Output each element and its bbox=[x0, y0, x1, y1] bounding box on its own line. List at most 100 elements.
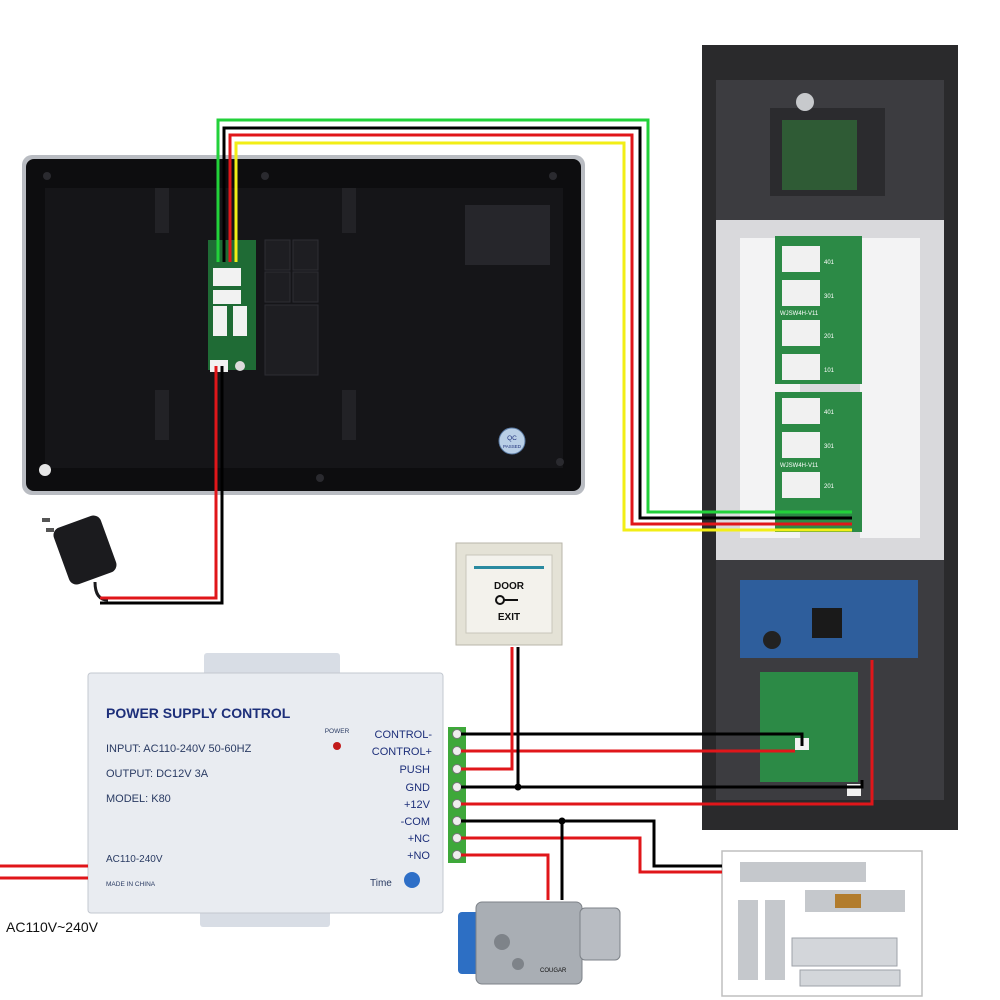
wire-adapter-black bbox=[100, 366, 224, 605]
power-supply: POWER SUPPLY CONTROL INPUT: AC110-240V 5… bbox=[87, 653, 466, 927]
psu-input-line: INPUT: AC110-240V 50-60HZ bbox=[106, 743, 252, 755]
wire-red-power bbox=[228, 133, 852, 526]
board-model-upper: WJSW4H-V11 bbox=[780, 311, 819, 317]
alternative-locks bbox=[721, 850, 923, 997]
qc-badge-top: QC bbox=[507, 435, 517, 442]
junction-dot bbox=[514, 783, 522, 791]
mains-label: AC110V~240V bbox=[6, 919, 99, 935]
psu-output-line: OUTPUT: DC12V 3A bbox=[106, 768, 209, 780]
screw-hole bbox=[316, 474, 324, 482]
terminal-screw bbox=[452, 799, 462, 809]
wire-black-ground bbox=[222, 126, 852, 520]
relay bbox=[782, 398, 820, 424]
terminal-label-control-minus: CONTROL- bbox=[375, 729, 433, 741]
exit-button-line1: DOOR bbox=[494, 581, 525, 592]
terminal-label-control-plus: CONTROL+ bbox=[372, 746, 432, 758]
strike-vertical bbox=[738, 900, 758, 980]
wire-nc-strike bbox=[461, 836, 722, 874]
terminal-screw bbox=[452, 729, 462, 739]
adapter-body bbox=[53, 515, 117, 585]
relay bbox=[782, 432, 820, 458]
terminal-screw bbox=[452, 850, 462, 860]
vent-block bbox=[465, 205, 550, 265]
psu-power-label: POWER bbox=[325, 728, 350, 735]
mounting-slot bbox=[155, 188, 169, 233]
exit-button: DOOR EXIT bbox=[455, 542, 563, 646]
wire-12v-panel bbox=[461, 660, 874, 806]
room-label: 301 bbox=[824, 444, 835, 450]
junction-dot bbox=[558, 817, 566, 825]
wire-yellow-audio bbox=[234, 141, 852, 532]
terminal-label-com: -COM bbox=[401, 816, 430, 828]
screw-hole bbox=[556, 458, 564, 466]
wire-adapter-red bbox=[100, 366, 218, 600]
wire-gnd-exit bbox=[461, 647, 520, 789]
power-board bbox=[760, 672, 858, 782]
chip bbox=[812, 608, 842, 638]
magnetic-lock-icon bbox=[791, 937, 901, 987]
volume-knob bbox=[235, 361, 245, 371]
qc-badge bbox=[498, 427, 526, 455]
wire-gnd-panel bbox=[518, 780, 864, 789]
connector-socket bbox=[213, 268, 241, 286]
adapter-pin bbox=[46, 528, 54, 532]
compartment bbox=[264, 239, 291, 271]
psu-model-line: MODEL: K80 bbox=[106, 793, 171, 805]
camera-lens bbox=[796, 93, 814, 111]
terminal-label-no: +NO bbox=[407, 850, 430, 862]
room-label: 301 bbox=[824, 294, 835, 300]
relay bbox=[782, 354, 820, 380]
wire-no-lock bbox=[461, 853, 550, 900]
terminal-label-gnd: GND bbox=[406, 782, 431, 794]
terminal-label-nc: +NC bbox=[408, 833, 430, 845]
power-socket bbox=[210, 360, 228, 372]
relay bbox=[782, 280, 820, 306]
terminal-screw bbox=[452, 764, 462, 774]
psu-body bbox=[87, 672, 444, 914]
wire-push bbox=[461, 647, 514, 771]
terminal-screw bbox=[452, 746, 462, 756]
screw-hole bbox=[43, 172, 51, 180]
qc-badge-bottom: PASSED bbox=[503, 444, 522, 449]
lock-keyhole bbox=[512, 958, 524, 970]
corner-logo bbox=[39, 464, 51, 476]
connector-socket bbox=[213, 290, 241, 304]
electric-lock-icon: COUGAR bbox=[458, 901, 621, 985]
lock-brand: COUGAR bbox=[540, 968, 567, 974]
indoor-monitor: QC PASSED bbox=[22, 155, 585, 495]
buzzer bbox=[763, 631, 781, 649]
lock-knob bbox=[494, 934, 510, 950]
relay bbox=[782, 320, 820, 346]
maglock-plate bbox=[799, 969, 901, 987]
mounting-slot bbox=[155, 390, 169, 440]
camera-board bbox=[782, 120, 857, 190]
psu-made-in: MADE IN CHINA bbox=[106, 881, 156, 888]
room-label: 401 bbox=[824, 410, 835, 416]
key-shaft bbox=[504, 599, 518, 601]
compartment bbox=[264, 304, 319, 376]
strike-plate bbox=[740, 862, 866, 882]
key-icon bbox=[495, 595, 518, 605]
strike-bolt bbox=[835, 894, 861, 908]
terminal-label-push: PUSH bbox=[399, 764, 430, 776]
wire-com-strike bbox=[461, 819, 722, 868]
adapter-cable bbox=[93, 581, 109, 602]
strike-vertical bbox=[765, 900, 785, 980]
exit-button-line2: EXIT bbox=[498, 612, 520, 623]
adapter-pin bbox=[42, 518, 50, 522]
room-label: 101 bbox=[824, 368, 835, 374]
relay bbox=[782, 472, 820, 498]
compartment bbox=[292, 271, 319, 303]
lock-cylinder-cover bbox=[458, 912, 480, 974]
maglock-body bbox=[791, 937, 898, 967]
compartment bbox=[264, 271, 291, 303]
psu-title: POWER SUPPLY CONTROL bbox=[106, 705, 291, 721]
slot-col bbox=[860, 238, 920, 538]
board-model-lower: WJSW4H-V11 bbox=[780, 463, 819, 469]
psu-time-label: Time bbox=[370, 878, 392, 889]
psu-ac-label: AC110-240V bbox=[106, 854, 163, 865]
room-label: 401 bbox=[824, 260, 835, 266]
room-label: 201 bbox=[824, 334, 835, 340]
screw-hole bbox=[261, 172, 269, 180]
